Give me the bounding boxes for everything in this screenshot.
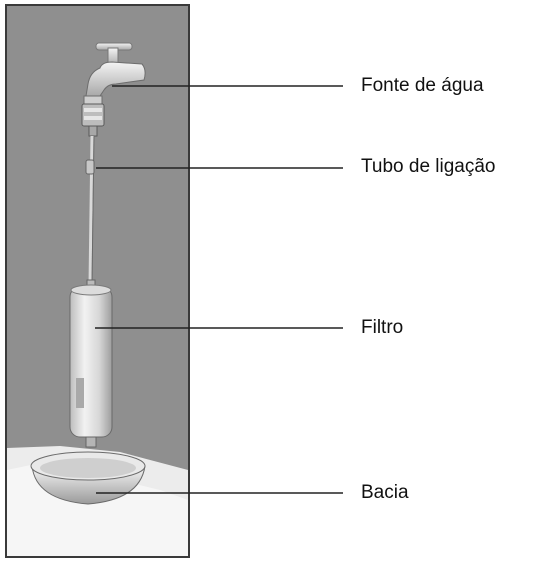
label-connecting-tube: Tubo de ligação [361,156,496,177]
water-tap [83,42,146,105]
filter-cartridge [69,279,113,448]
basin-bowl [30,451,146,505]
tube-coupling [81,103,105,137]
label-water-source: Fonte de água [361,75,484,96]
connecting-tube [85,135,95,286]
label-filter: Filtro [361,317,404,338]
label-basin: Bacia [361,482,409,503]
